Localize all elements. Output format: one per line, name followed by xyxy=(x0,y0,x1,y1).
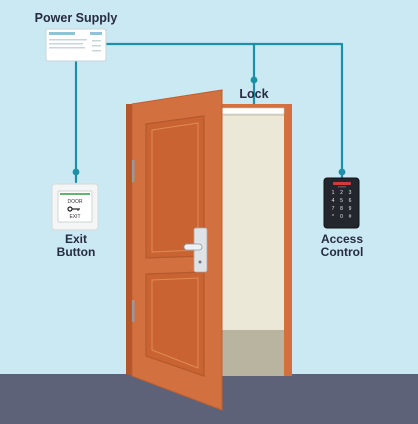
keypad-key: * xyxy=(332,214,334,220)
keypad-key: 2 xyxy=(340,190,343,196)
exit-button-label-line-2: Button xyxy=(56,245,96,259)
wire-junction-lock xyxy=(250,76,258,84)
door xyxy=(126,89,223,411)
power-supply-unit xyxy=(45,28,107,62)
power-supply-label: Power Supply xyxy=(34,11,118,25)
keypad-key: 5 xyxy=(340,198,343,204)
exit-button-label: Exit Button xyxy=(40,233,112,259)
keypad-key: 6 xyxy=(349,198,352,204)
access-control-label-line-1: Access xyxy=(320,232,364,246)
access-control-label-line-2: Control xyxy=(320,245,364,259)
exit-button-label-line-1: Exit xyxy=(64,232,87,246)
lock-device xyxy=(221,107,285,115)
wire-junction-access xyxy=(338,168,346,176)
access-control-label: Access Control xyxy=(306,233,378,259)
exit-button-text-exit: EXIT xyxy=(69,214,80,220)
keypad-key: 3 xyxy=(349,190,352,196)
keypad-key: 1 xyxy=(332,190,335,196)
exit-button-text-door: DOOR xyxy=(68,199,83,205)
keypad-key: 7 xyxy=(332,206,335,212)
keypad-key: 0 xyxy=(340,214,343,220)
wire-junction-exit xyxy=(72,168,80,176)
keypad-key: 4 xyxy=(332,198,335,204)
wiring xyxy=(74,42,344,184)
door-opening xyxy=(214,104,292,376)
exit-button-device: DOOR EXIT xyxy=(51,183,99,231)
lock-label: Lock xyxy=(239,87,269,101)
keypad-key: 9 xyxy=(349,206,352,212)
keypad-key: 8 xyxy=(340,206,343,212)
door-handle xyxy=(183,243,203,251)
keypad-key: # xyxy=(349,214,352,220)
wire-to-access-control xyxy=(102,42,344,182)
